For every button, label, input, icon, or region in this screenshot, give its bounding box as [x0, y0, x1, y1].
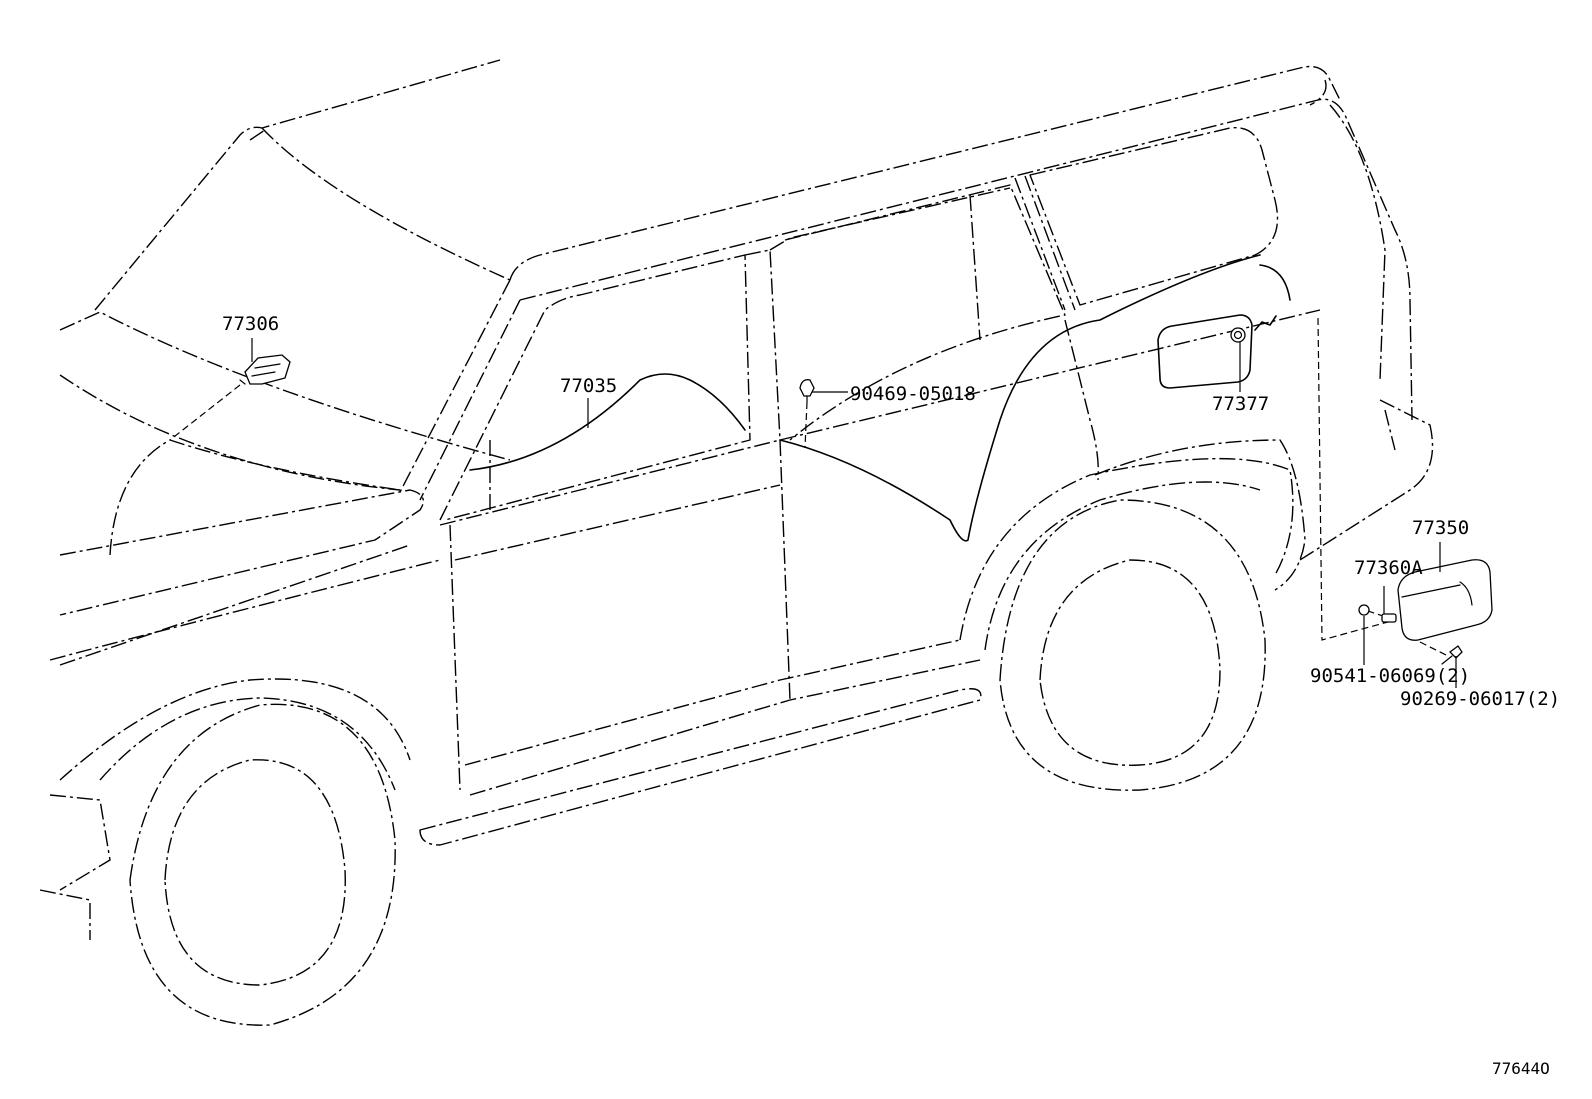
label-77377: 77377 [1212, 393, 1269, 415]
label-90269-06017: 90269-06017(2) [1400, 688, 1560, 710]
figure-id: 77644O [1492, 1059, 1550, 1078]
label-77306: 77306 [222, 313, 279, 335]
part-90541-nut-icon [1358, 604, 1370, 616]
label-90469-05018: 90469-05018 [850, 383, 976, 405]
part-77350-fuel-lid-icon [1397, 559, 1493, 641]
part-90469-clip-icon [799, 379, 815, 403]
label-77350: 77350 [1412, 517, 1469, 539]
part-90269-screw-icon [1441, 645, 1463, 665]
label-77035: 77035 [560, 375, 617, 397]
part-77377-stopper-icon [1230, 327, 1246, 343]
part-77306-icon [239, 354, 291, 385]
label-77360A: 77360A [1354, 557, 1423, 579]
part-77360A-hinge-icon [1381, 613, 1397, 623]
label-90541-06069: 90541-06069(2) [1310, 665, 1470, 687]
vehicle-outline [39, 59, 1434, 1026]
